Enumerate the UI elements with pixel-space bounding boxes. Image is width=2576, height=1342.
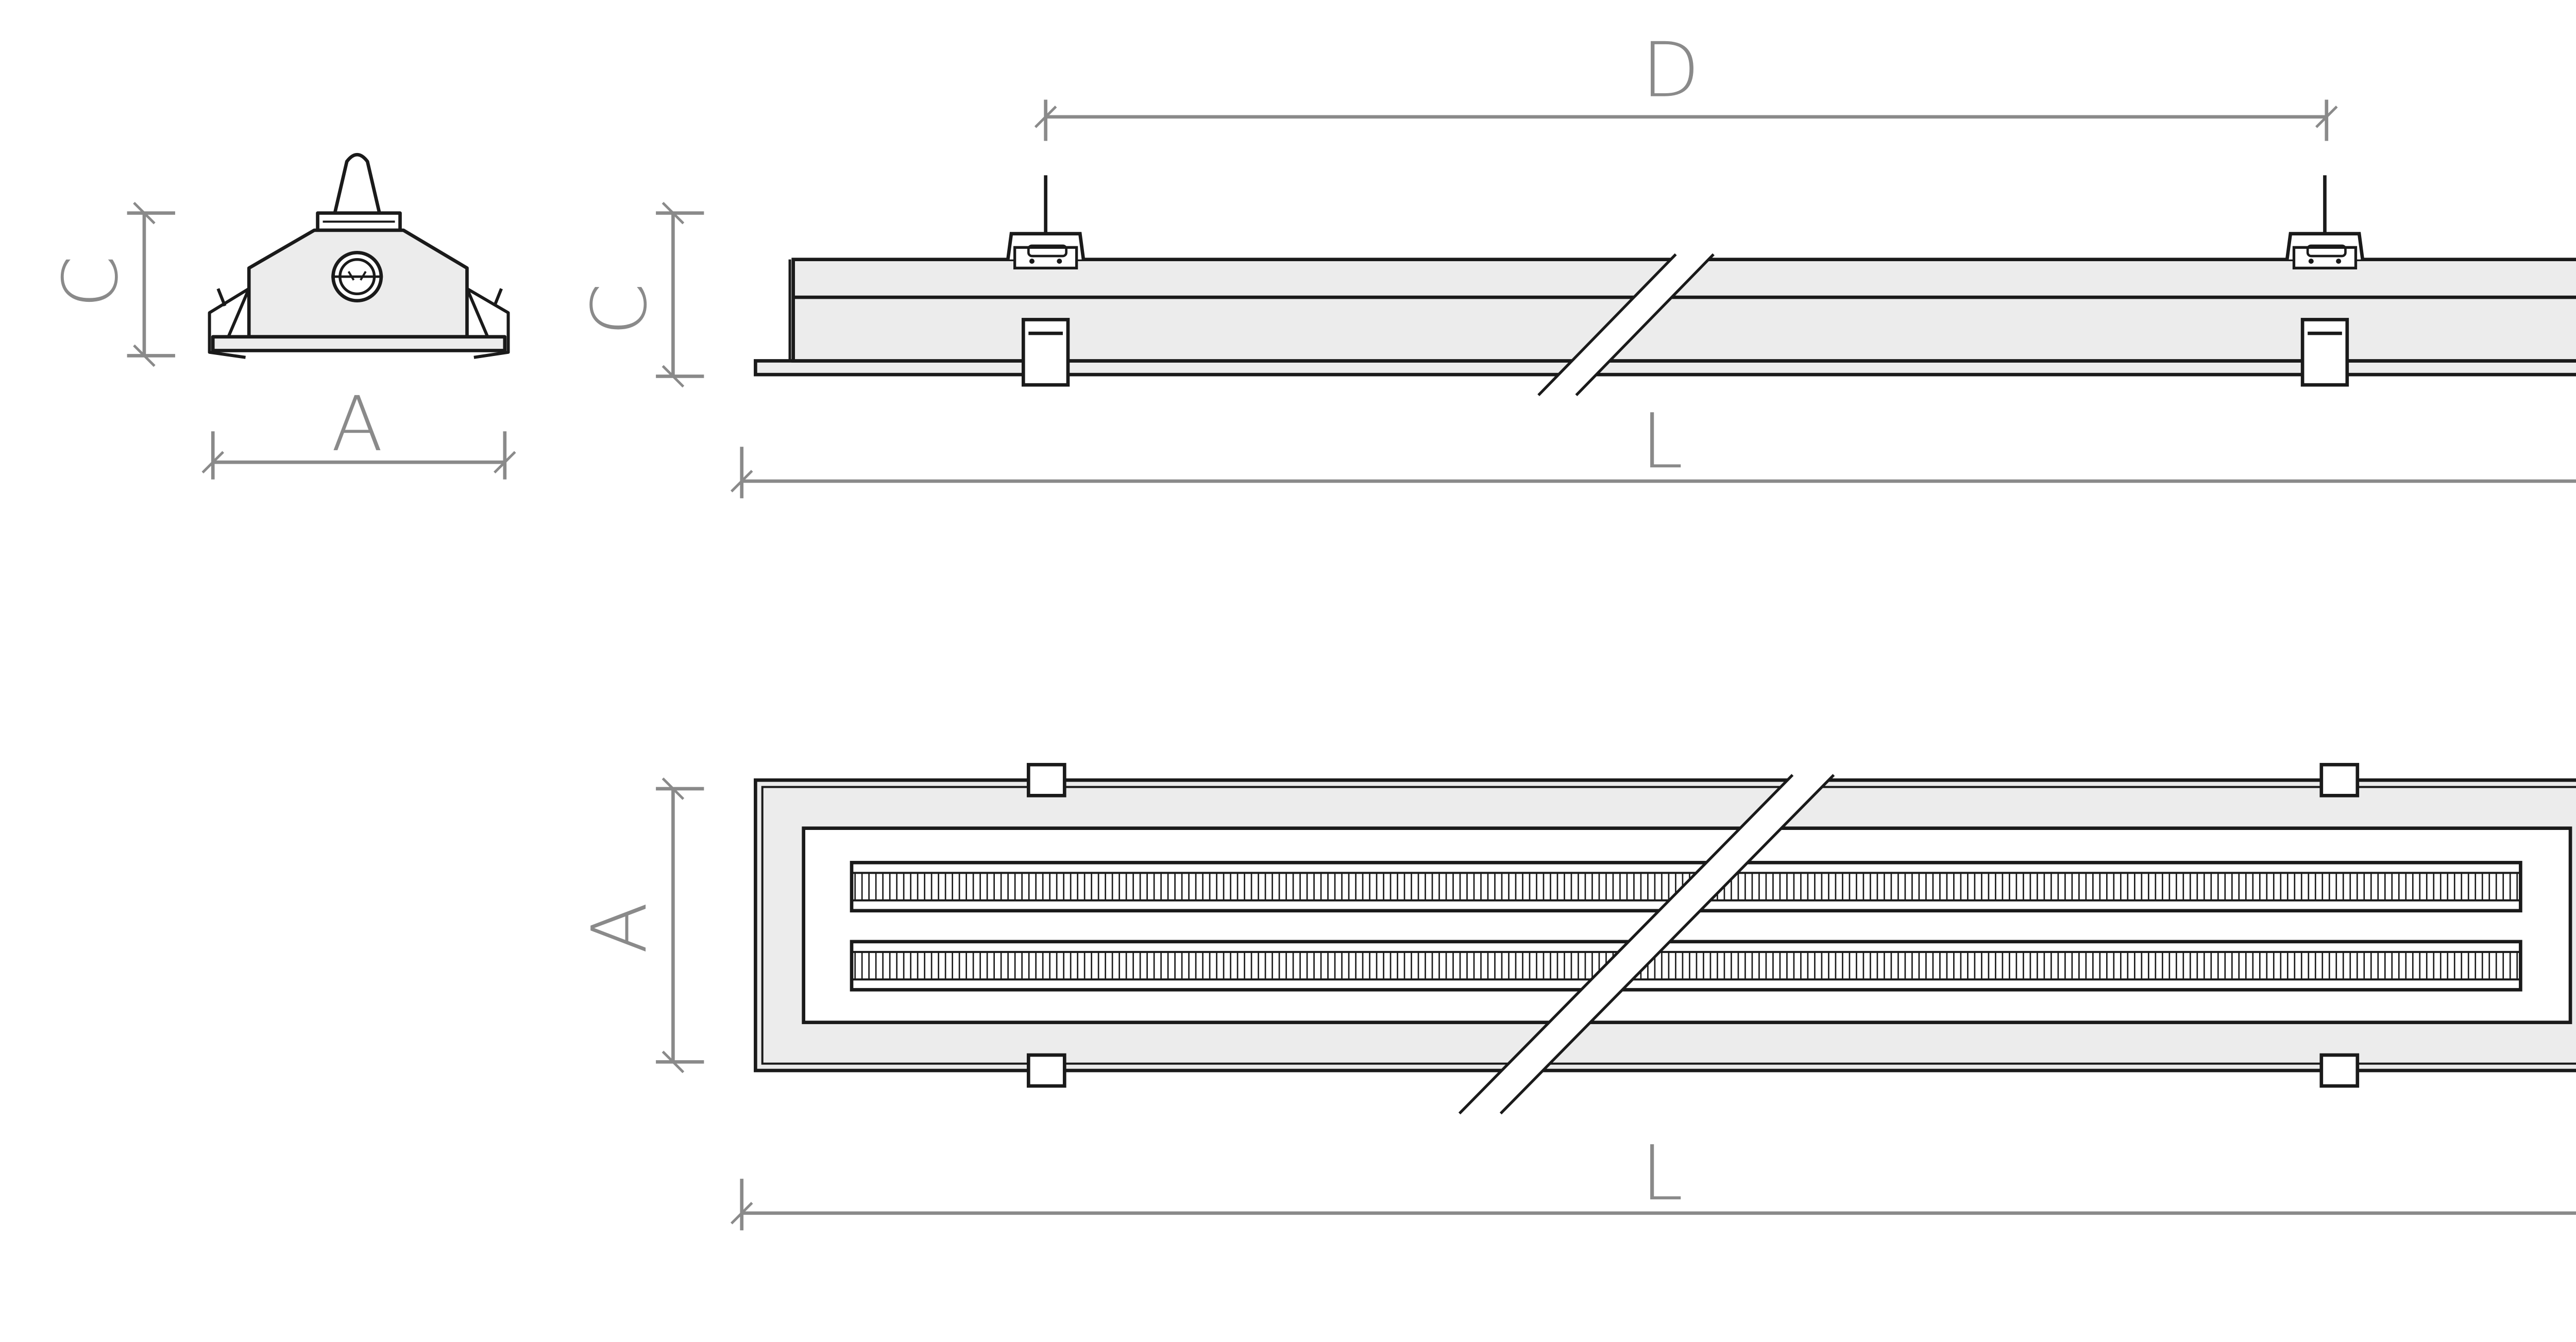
end-width-label: A	[331, 380, 383, 468]
mounting-clip-left	[1021, 318, 1070, 387]
end-base-plate	[211, 335, 507, 352]
side-height-label: C	[575, 283, 664, 335]
top-width-label: A	[575, 902, 664, 954]
end-height-label: C	[47, 256, 135, 308]
top-break-mark	[1458, 774, 1835, 1115]
side-length-label: L	[1641, 397, 1683, 485]
hanger-bracket-left	[1006, 232, 1086, 270]
end-view-dimensions	[127, 201, 516, 480]
top-length-label: L	[1641, 1129, 1683, 1217]
top-view-dimensions	[656, 777, 2576, 1231]
hanger-bracket-right	[2285, 232, 2365, 270]
suspension-distance-label: D	[1641, 26, 1700, 114]
top-tab-left-top	[1026, 762, 1066, 797]
clip-right	[465, 287, 510, 359]
hanger-hook	[333, 152, 381, 214]
clip-left	[208, 287, 250, 359]
side-view-dimensions	[656, 99, 2576, 499]
top-tab-right-bottom	[2319, 1053, 2360, 1088]
louver-row-2	[850, 940, 2522, 992]
top-tab-right-top	[2319, 762, 2360, 797]
end-view	[208, 152, 510, 359]
top-tab-left-bottom	[1026, 1053, 1066, 1088]
mounting-clip-right	[2300, 318, 2349, 387]
side-break-mark	[1537, 253, 1715, 397]
